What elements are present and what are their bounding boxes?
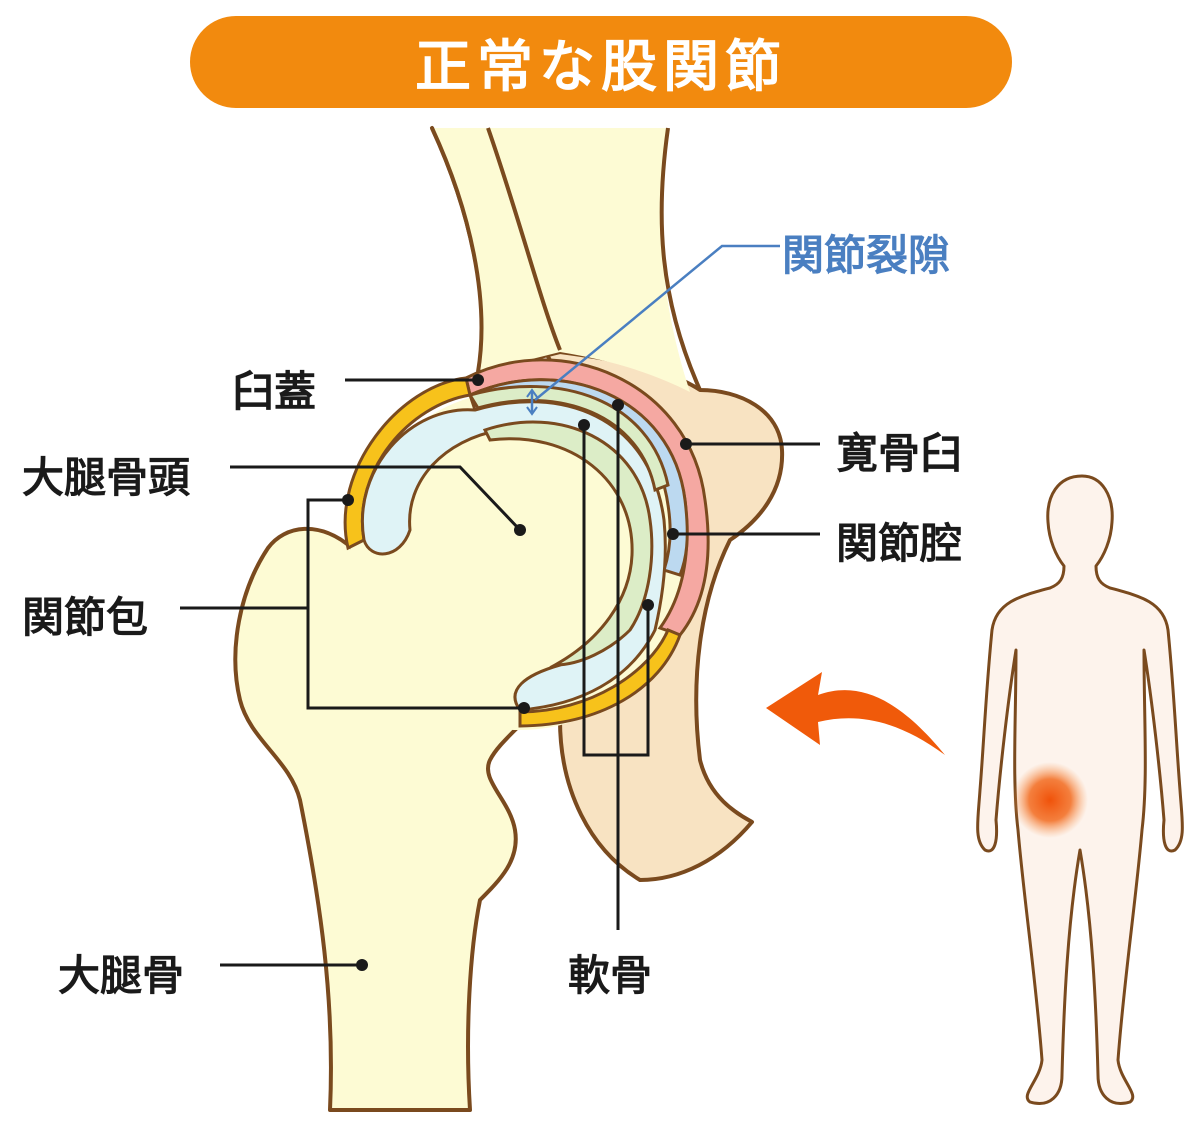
- dot-capsule-top: [342, 494, 354, 506]
- pointer-arrow: [766, 672, 945, 755]
- dot-cartilage-a: [578, 419, 590, 431]
- joint-space-arrowhead-bottom: [526, 406, 538, 416]
- leader-capsule-bracket: [306, 498, 524, 710]
- label-femoral-head: 大腿骨頭: [22, 453, 191, 502]
- label-femur: 大腿骨: [58, 951, 185, 1000]
- cartilage-layer: [482, 420, 654, 667]
- dot-femoral-head: [514, 524, 526, 536]
- label-joint-cavity: 関節腔: [836, 519, 963, 568]
- label-joint-space: 関節裂隙: [782, 231, 951, 280]
- joint-space-arrowhead-top: [526, 388, 538, 398]
- leader-cartilage-bracket: [582, 425, 650, 757]
- title-banner: 正常な股関節: [190, 16, 1012, 108]
- label-cartilage: 軟骨: [568, 951, 653, 1000]
- dot-cartilage-c: [642, 599, 654, 611]
- label-acetabulum: 寛骨臼: [836, 429, 963, 478]
- pain-spot: [1012, 762, 1088, 838]
- ilium-outline-left: [430, 127, 484, 373]
- ilium-outline-right: [659, 127, 702, 391]
- dot-femur: [356, 959, 368, 971]
- leader-femoral-head: [230, 465, 522, 532]
- label-joint-capsule: 関節包: [22, 593, 149, 642]
- leader-dots: [342, 374, 692, 971]
- dot-cavity: [667, 528, 679, 540]
- dot-acetabulum: [680, 438, 692, 450]
- dot-cartilage-b: [612, 399, 624, 411]
- diagram-title: 正常な股関節: [415, 34, 787, 100]
- leader-joint-space: [534, 244, 780, 401]
- ilium-inner-line: [486, 127, 562, 351]
- label-labrum: 臼蓋: [232, 367, 317, 416]
- dot-labrum: [472, 374, 484, 386]
- leader-lines: [180, 378, 820, 967]
- dot-capsule-bottom: [518, 702, 530, 714]
